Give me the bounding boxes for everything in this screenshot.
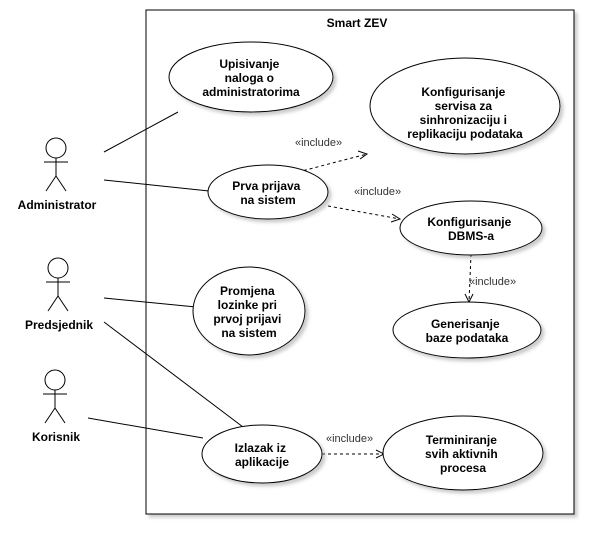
usecase-izlazak[interactable]: [201, 424, 323, 484]
include-arrow-generisanje: [468, 253, 472, 303]
usecase-upisivanje[interactable]: [168, 41, 334, 113]
actor-korisnik-label: Korisnik: [32, 430, 80, 444]
include-label-dbms: «include»: [354, 186, 401, 198]
usecase-promjena-lozinke[interactable]: [192, 266, 306, 356]
include-label-generisanje: «include»: [469, 276, 516, 288]
usecase-upisivanje-label: Upisivanje naloga o administratorima: [202, 57, 300, 99]
include-arrow-dbms: [327, 205, 401, 220]
usecase-konfigurisanje-dbms-label: Konfigurisanje DBMS-a: [427, 215, 514, 243]
assoc-korisnik-izlazak: [87, 417, 204, 439]
arrowhead-servisa: [357, 150, 369, 160]
usecase-konfigurisanje-servisa-label: Konfigurisanje servisa za sinhronizaciju…: [407, 85, 523, 141]
actor-predsjednik-label: Predsjednik: [25, 318, 93, 332]
arrowhead-dbms: [390, 213, 402, 223]
assoc-predsjednik-promjena: [103, 297, 197, 308]
include-label-terminiranje: «include»: [326, 433, 373, 445]
usecase-promjena-lozinke-label: Promjena lozinke pri prvoj prijavi na si…: [213, 284, 284, 340]
actor-administrator-figure[interactable]: [44, 137, 68, 192]
usecase-generisanje-baze-label: Generisanje baze podataka: [426, 317, 509, 345]
assoc-predsjednik-izlazak: [103, 321, 244, 428]
usecase-terminiranje-label: Terminiranje svih aktivnih procesa: [425, 433, 501, 475]
usecase-konfigurisanje-servisa[interactable]: [369, 57, 561, 155]
actor-predsjednik-figure[interactable]: [46, 257, 70, 312]
usecase-prva-prijava[interactable]: [207, 164, 329, 220]
assoc-admin-prva-prijava: [103, 179, 210, 192]
usecase-generisanje-baze[interactable]: [392, 301, 542, 359]
usecase-prva-prijava-label: Prva prijava na sistem: [232, 179, 303, 207]
usecase-terminiranje[interactable]: [382, 415, 544, 491]
actor-administrator-label: Administrator: [18, 198, 97, 212]
assoc-admin-upisivanje: [103, 111, 179, 153]
actor-korisnik-figure[interactable]: [43, 369, 67, 424]
system-title: Smart ZEV: [327, 16, 388, 30]
usecase-izlazak-label: Izlazak iz aplikacije: [235, 441, 290, 469]
usecase-konfigurisanje-dbms[interactable]: [399, 200, 543, 256]
include-label-servisa: «include»: [295, 137, 342, 149]
